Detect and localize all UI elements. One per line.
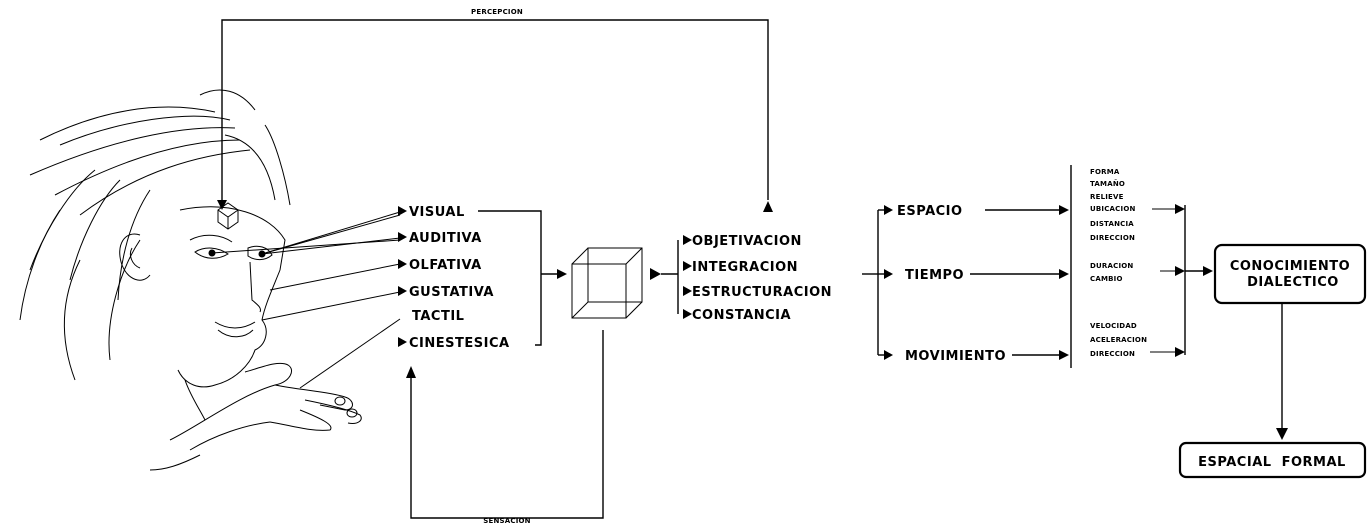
- perception-arrowhead: [763, 201, 773, 212]
- sensation-loop: SENSACION: [406, 330, 604, 525]
- attr-duracion: DURACION: [1090, 262, 1133, 270]
- sense-olfativa: OLFATIVA: [409, 258, 482, 273]
- knowledge-line1: CONOCIMIENTO: [1230, 259, 1350, 274]
- cube-out-arrow: [650, 268, 661, 280]
- perception-label: PERCEPCION: [471, 8, 523, 16]
- sense-visual: VISUAL: [409, 205, 465, 220]
- result-box: ESPACIAL FORMAL: [1178, 441, 1367, 479]
- knowledge-line2: DIALECTICO: [1247, 275, 1339, 290]
- attr-direccion-mov: DIRECCION: [1090, 350, 1135, 358]
- sense-cinestesica: CINESTESICA: [409, 336, 510, 351]
- attr-relieve: RELIEVE: [1090, 193, 1124, 201]
- attr-forma: FORMA: [1090, 168, 1120, 176]
- dimension-movimiento: MOVIMIENTO: [905, 349, 1006, 364]
- result-arrowhead: [1276, 428, 1288, 440]
- face-hand-illustration: [19, 89, 362, 471]
- attr-tamano: TAMAÑO: [1090, 179, 1125, 188]
- space-attributes: FORMA TAMAÑO RELIEVE UBICACION DISTANCIA…: [1090, 168, 1175, 242]
- attr-aceleracion: ACELERACION: [1090, 336, 1147, 344]
- perception-loop: PERCEPCION: [217, 8, 773, 212]
- movement-attributes: VELOCIDAD ACELERACION DIRECCION: [1090, 322, 1175, 358]
- processes-column: OBJETIVACION INTEGRACION ESTRUCTURACION …: [677, 234, 832, 323]
- sense-gustativa: GUSTATIVA: [409, 285, 494, 300]
- process-estructuracion: ESTRUCTURACION: [692, 285, 832, 300]
- attr-cambio: CAMBIO: [1090, 275, 1123, 283]
- attr-velocidad: VELOCIDAD: [1090, 322, 1137, 330]
- process-objetivacion: OBJETIVACION: [692, 234, 802, 249]
- sense-rays: [211, 211, 401, 389]
- process-constancia: CONSTANCIA: [692, 308, 791, 323]
- cube-icon: [571, 247, 643, 319]
- time-attributes: DURACION CAMBIO: [1090, 262, 1175, 283]
- process-integracion: INTEGRACION: [692, 260, 798, 275]
- forehead-arrowhead: [217, 200, 227, 210]
- dimension-espacio: ESPACIO: [897, 204, 963, 219]
- knowledge-box: CONOCIMIENTO DIALECTICO: [1213, 243, 1367, 305]
- dimension-tiempo: TIEMPO: [905, 268, 964, 283]
- senses-column: VISUAL AUDITIVA OLFATIVA GUSTATIVA TACTI…: [398, 205, 567, 351]
- sensation-arrowhead: [406, 366, 416, 378]
- collector: [1175, 204, 1213, 357]
- attr-direccion: DIRECCION: [1090, 234, 1135, 242]
- sensation-label: SENSACION: [483, 517, 531, 525]
- attr-distancia: DISTANCIA: [1090, 220, 1134, 228]
- dimensions-column: ESPACIO TIEMPO MOVIMIENTO: [877, 204, 1069, 364]
- result-label: ESPACIAL FORMAL: [1198, 455, 1346, 470]
- attr-ubicacion: UBICACION: [1090, 205, 1136, 213]
- sense-auditiva: AUDITIVA: [409, 231, 482, 246]
- sense-tactil: TACTIL: [412, 309, 464, 324]
